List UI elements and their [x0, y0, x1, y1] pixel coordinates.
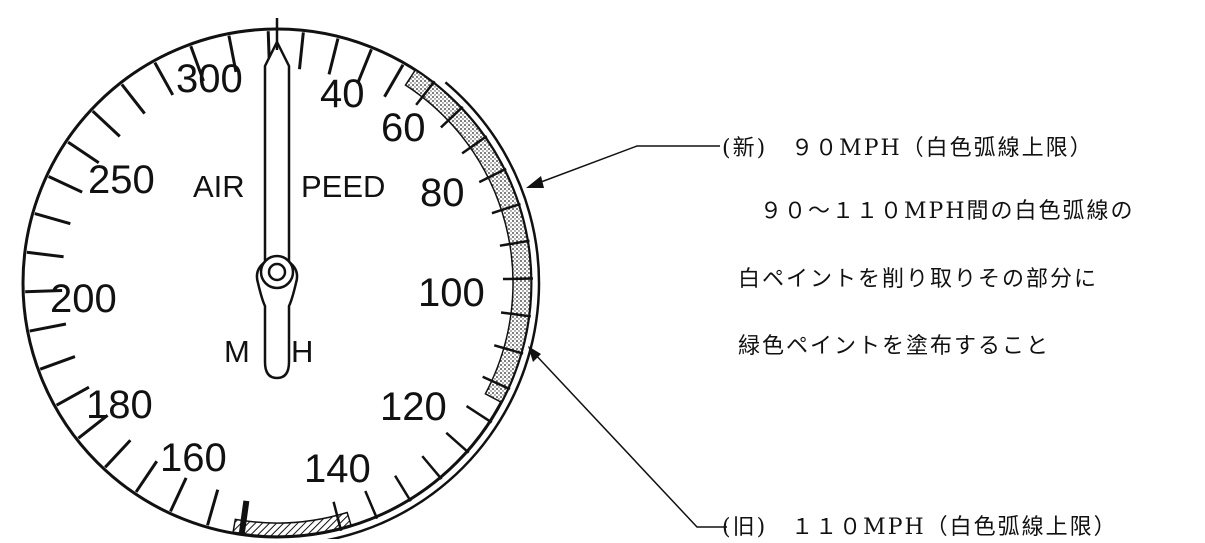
tick-mark: [26, 250, 64, 259]
annotation-instruction-line-1: ９０～１１０MPH間の白色弧線の: [760, 199, 1135, 224]
needle: [255, 18, 299, 380]
arc-tick-mark: [493, 344, 524, 355]
annotation-new-limit: (新) ９０MPH（白色弧線上限）: [722, 136, 1094, 161]
arc-tick-mark: [478, 167, 507, 184]
tick-mark: [134, 460, 159, 493]
arc-tick-mark: [482, 375, 511, 391]
tick-mark: [91, 110, 121, 138]
dial-label-100: 100: [418, 271, 485, 315]
tick-mark: [47, 175, 83, 194]
arc-tick-mark: [421, 455, 443, 480]
dial-label-300: 300: [176, 57, 243, 101]
dial-label-120: 120: [380, 385, 447, 429]
tick-mark: [297, 32, 305, 70]
tick-mark: [169, 477, 188, 513]
arc-tick-mark: [364, 490, 379, 520]
tick-mark: [25, 289, 63, 294]
dial-word-h: H: [291, 334, 313, 369]
annotation-old-limit: (旧) １１０MPH（白色弧線上限）: [722, 515, 1118, 539]
arc-tick-mark: [491, 202, 521, 215]
dial-label-180: 180: [86, 383, 153, 427]
tick-mark: [55, 385, 90, 407]
arc-tick-mark: [499, 239, 530, 247]
arc-tick-mark: [500, 311, 531, 318]
dial-outer-ring-right-edge: [295, 81, 541, 543]
tick-mark: [34, 212, 71, 226]
arc-tick-mark: [332, 501, 343, 532]
dial-label-80: 80: [420, 171, 465, 215]
arc-tick-mark: [465, 405, 493, 424]
white-arc-band: [404, 68, 532, 404]
annotation-instruction-line-3: 緑色ペイントを塗布すること: [738, 334, 1050, 359]
dial-label-60: 60: [381, 106, 426, 150]
tick-mark: [153, 61, 175, 96]
yellow-arc-band: [232, 511, 352, 537]
dial-word-air: AIR: [193, 169, 245, 204]
tick-mark: [29, 322, 67, 333]
tick-mark: [189, 45, 205, 82]
tick-mark: [67, 140, 100, 165]
tick-mark: [77, 414, 109, 440]
dial-word-m: M: [224, 334, 250, 369]
dial-label-160: 160: [160, 436, 227, 480]
tick-mark: [39, 355, 76, 371]
tick-mark: [227, 35, 238, 73]
arc-tick-mark: [445, 431, 470, 454]
leader-lines: [532, 145, 727, 528]
tick-mark: [356, 48, 373, 85]
dial-word-speed: PEED: [301, 169, 385, 204]
arc-tick-mark: [394, 475, 412, 502]
tick-mark: [104, 439, 132, 469]
arc-tick-mark: [415, 80, 436, 106]
arc-tick-mark: [461, 135, 488, 155]
arrowheads: [526, 176, 544, 362]
arc-tick-marks: [238, 80, 533, 534]
dial-label-200: 200: [50, 277, 117, 321]
tick-mark: [383, 64, 405, 98]
dial-label-250: 250: [88, 158, 155, 202]
tick-marks: [25, 31, 405, 526]
limit-marker: [238, 500, 250, 534]
dial-label-140: 140: [304, 447, 371, 491]
annotation-instruction-line-2: 白ペイントを削り取りその部分に: [738, 267, 1098, 292]
arc-tick-mark: [440, 105, 464, 129]
tick-mark: [327, 38, 340, 75]
arc-tick-mark: [502, 277, 533, 281]
tick-mark: [206, 489, 220, 526]
tick-mark: [120, 83, 146, 115]
dial-label-40: 40: [320, 72, 365, 116]
